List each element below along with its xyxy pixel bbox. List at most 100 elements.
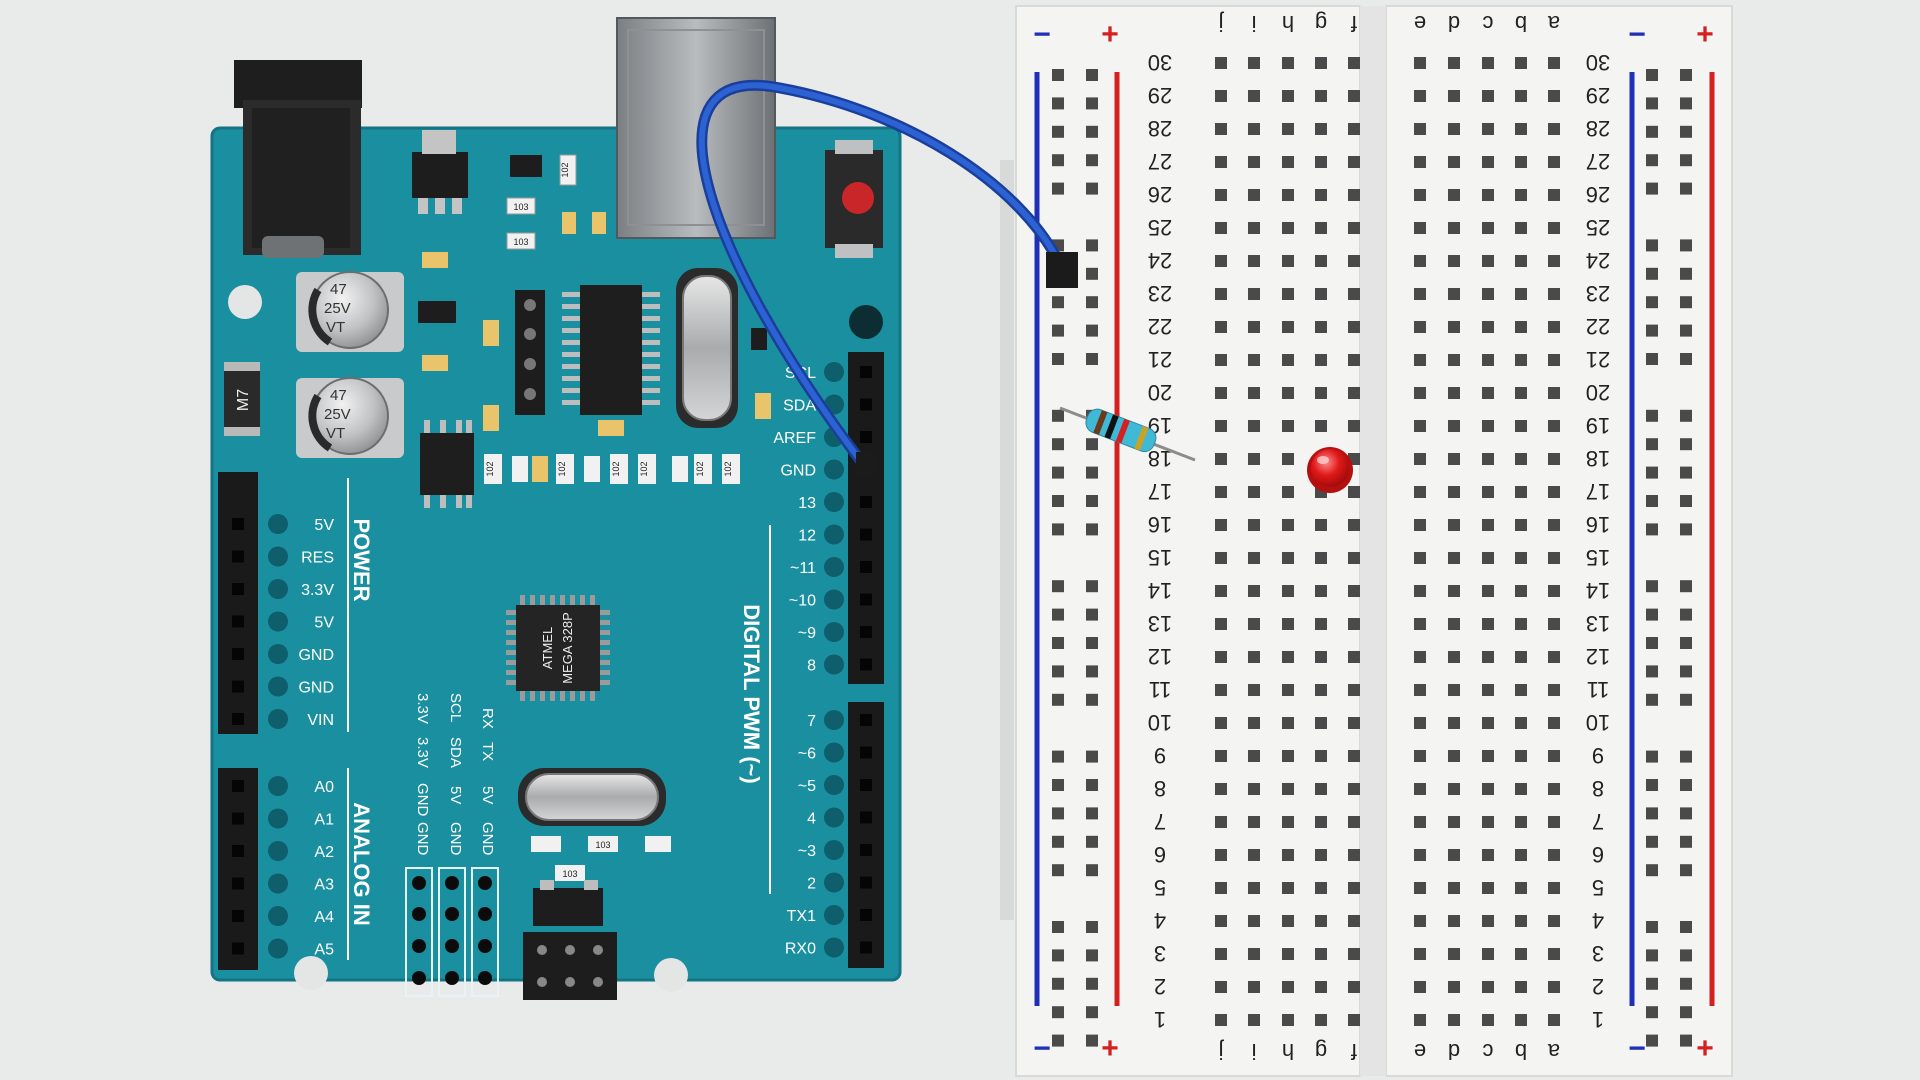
breadboard-hole[interactable]: [1215, 519, 1227, 531]
breadboard-hole[interactable]: [1215, 948, 1227, 960]
breadboard-hole[interactable]: [1515, 684, 1527, 696]
breadboard-hole[interactable]: [1548, 189, 1560, 201]
breadboard-hole[interactable]: [1282, 123, 1294, 135]
breadboard-hole[interactable]: [1414, 255, 1426, 267]
breadboard-hole[interactable]: [1515, 288, 1527, 300]
breadboard-hole[interactable]: [1548, 90, 1560, 102]
breadboard-hole[interactable]: [1215, 123, 1227, 135]
rail-hole[interactable]: [1052, 495, 1064, 507]
breadboard-hole[interactable]: [1348, 57, 1360, 69]
breadboard-hole[interactable]: [1215, 783, 1227, 795]
breadboard-hole[interactable]: [1482, 915, 1494, 927]
rail-hole[interactable]: [1646, 267, 1658, 280]
breadboard-hole[interactable]: [1348, 354, 1360, 366]
breadboard-hole[interactable]: [1315, 354, 1327, 366]
breadboard-hole[interactable]: [1515, 189, 1527, 201]
header-pin-socket[interactable]: [860, 496, 872, 508]
rail-hole[interactable]: [1086, 637, 1098, 649]
breadboard-hole[interactable]: [1515, 717, 1527, 729]
rail-hole[interactable]: [1680, 665, 1692, 678]
breadboard-hole[interactable]: [1215, 189, 1227, 201]
rail-hole[interactable]: [1680, 693, 1692, 706]
breadboard-hole[interactable]: [1348, 288, 1360, 300]
header-pin-socket[interactable]: [860, 811, 872, 824]
rail-hole[interactable]: [1086, 267, 1098, 280]
rail-hole[interactable]: [1646, 239, 1658, 252]
breadboard-hole[interactable]: [1248, 585, 1260, 597]
breadboard-hole[interactable]: [1448, 585, 1460, 597]
rail-hole[interactable]: [1680, 239, 1692, 252]
breadboard-hole[interactable]: [1282, 948, 1294, 960]
rail-hole[interactable]: [1086, 154, 1098, 167]
rail-hole[interactable]: [1052, 949, 1064, 962]
breadboard-hole[interactable]: [1315, 882, 1327, 894]
breadboard-hole[interactable]: [1282, 420, 1294, 432]
rail-hole[interactable]: [1646, 1034, 1658, 1047]
rail-hole[interactable]: [1086, 779, 1098, 791]
breadboard-hole[interactable]: [1248, 651, 1260, 663]
breadboard-hole[interactable]: [1414, 1014, 1426, 1026]
breadboard-hole[interactable]: [1215, 288, 1227, 300]
rail-hole[interactable]: [1680, 296, 1692, 309]
header-pin-socket[interactable]: [232, 648, 244, 660]
breadboard-hole[interactable]: [1548, 57, 1560, 69]
header-pin-socket[interactable]: [232, 812, 244, 825]
breadboard-hole[interactable]: [1414, 651, 1426, 663]
rail-hole[interactable]: [1646, 1006, 1658, 1019]
breadboard-hole[interactable]: [1482, 453, 1494, 465]
breadboard-hole[interactable]: [1215, 684, 1227, 696]
breadboard-hole[interactable]: [1482, 783, 1494, 795]
breadboard-hole[interactable]: [1215, 222, 1227, 234]
breadboard-hole[interactable]: [1414, 420, 1426, 432]
breadboard-hole[interactable]: [1515, 849, 1527, 861]
breadboard-hole[interactable]: [1248, 321, 1260, 333]
rail-hole[interactable]: [1646, 921, 1658, 933]
breadboard-hole[interactable]: [1248, 90, 1260, 102]
breadboard-hole[interactable]: [1448, 849, 1460, 861]
breadboard-hole[interactable]: [1548, 585, 1560, 597]
header-pin-socket[interactable]: [860, 398, 872, 411]
rail-hole[interactable]: [1680, 409, 1692, 422]
rail-hole[interactable]: [1646, 296, 1658, 309]
breadboard-hole[interactable]: [1448, 915, 1460, 927]
breadboard-hole[interactable]: [1215, 585, 1227, 597]
breadboard-hole[interactable]: [1282, 387, 1294, 399]
rail-hole[interactable]: [1086, 921, 1098, 933]
breadboard-hole[interactable]: [1248, 750, 1260, 762]
breadboard-hole[interactable]: [1448, 750, 1460, 762]
header-pin-socket[interactable]: [232, 518, 244, 530]
rail-hole[interactable]: [1680, 637, 1692, 649]
breadboard-hole[interactable]: [1248, 684, 1260, 696]
rail-hole[interactable]: [1086, 864, 1098, 877]
breadboard-hole[interactable]: [1548, 222, 1560, 234]
breadboard-hole[interactable]: [1482, 156, 1494, 168]
breadboard-hole[interactable]: [1414, 552, 1426, 564]
breadboard-hole[interactable]: [1348, 123, 1360, 135]
breadboard-hole[interactable]: [1482, 882, 1494, 894]
breadboard-hole[interactable]: [1248, 156, 1260, 168]
breadboard-hole[interactable]: [1448, 288, 1460, 300]
breadboard-hole[interactable]: [1515, 123, 1527, 135]
breadboard-hole[interactable]: [1348, 717, 1360, 729]
rail-hole[interactable]: [1086, 1034, 1098, 1047]
breadboard-hole[interactable]: [1448, 1014, 1460, 1026]
breadboard-hole[interactable]: [1315, 651, 1327, 663]
breadboard-hole[interactable]: [1414, 288, 1426, 300]
breadboard-hole[interactable]: [1482, 222, 1494, 234]
rail-hole[interactable]: [1680, 608, 1692, 621]
breadboard-hole[interactable]: [1482, 849, 1494, 861]
breadboard-hole[interactable]: [1215, 882, 1227, 894]
breadboard-hole[interactable]: [1548, 552, 1560, 564]
breadboard-hole[interactable]: [1315, 90, 1327, 102]
breadboard-hole[interactable]: [1282, 651, 1294, 663]
breadboard-hole[interactable]: [1248, 255, 1260, 267]
breadboard-hole[interactable]: [1248, 123, 1260, 135]
breadboard-hole[interactable]: [1414, 57, 1426, 69]
breadboard-hole[interactable]: [1448, 783, 1460, 795]
rail-hole[interactable]: [1680, 1006, 1692, 1019]
breadboard-hole[interactable]: [1482, 585, 1494, 597]
breadboard-hole[interactable]: [1215, 420, 1227, 432]
header-pin-socket[interactable]: [232, 780, 244, 792]
breadboard-hole[interactable]: [1448, 519, 1460, 531]
breadboard-hole[interactable]: [1315, 321, 1327, 333]
